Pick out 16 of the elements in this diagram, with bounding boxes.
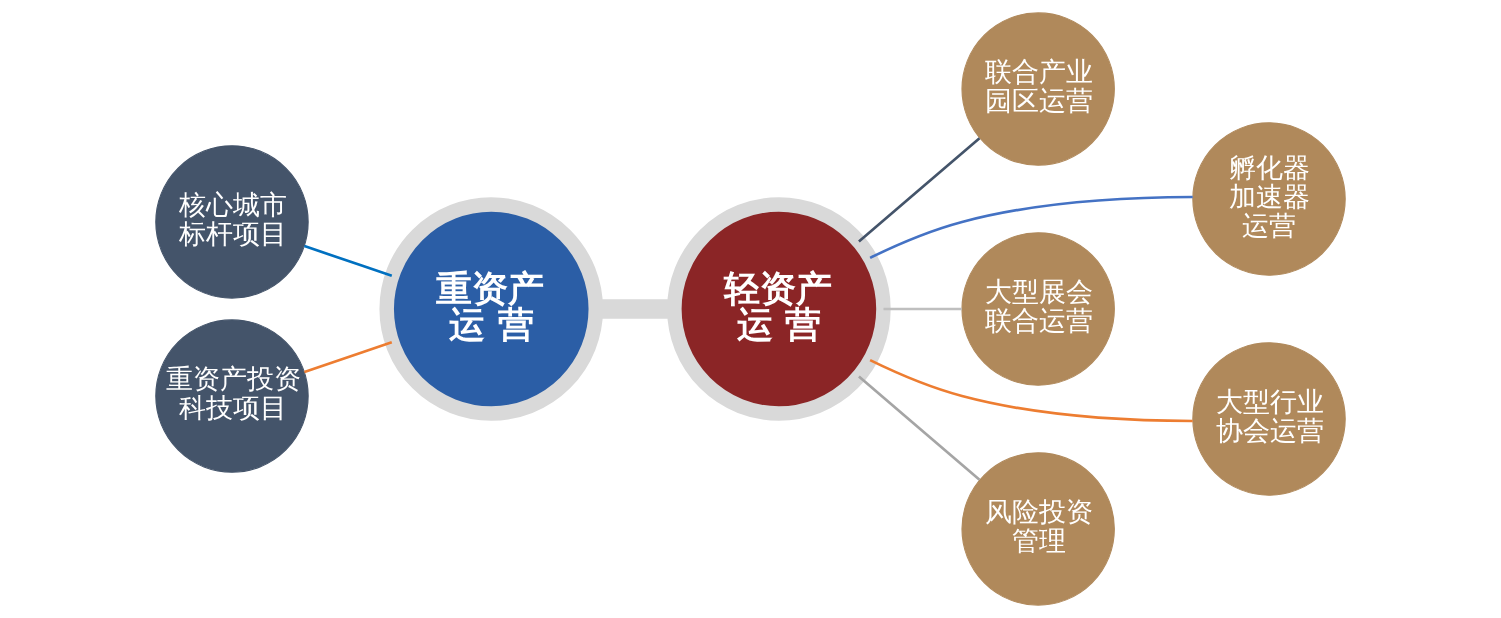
connector: [883, 307, 962, 311]
connector: [869, 358, 1193, 423]
node-circle: 孵化器加速器运营: [1192, 122, 1346, 276]
node-circle: 大型行业协会运营: [1192, 342, 1346, 496]
node-circle: 联合产业园区运营: [961, 12, 1115, 166]
node-circle: 风险投资管理: [961, 452, 1115, 606]
connector: [303, 341, 393, 374]
node-circle: 核心城市标杆项目: [155, 145, 309, 299]
node-circle: 重资产运 营: [379, 197, 604, 421]
node-circle: 轻资产运 营: [667, 197, 891, 421]
connector: [869, 195, 1193, 260]
node-circle: 重资产投资科技项目: [155, 319, 309, 473]
node-circle: 大型展会联合运营: [961, 232, 1115, 386]
connector: [858, 137, 981, 243]
connector: [303, 244, 393, 277]
connector: [858, 375, 981, 481]
